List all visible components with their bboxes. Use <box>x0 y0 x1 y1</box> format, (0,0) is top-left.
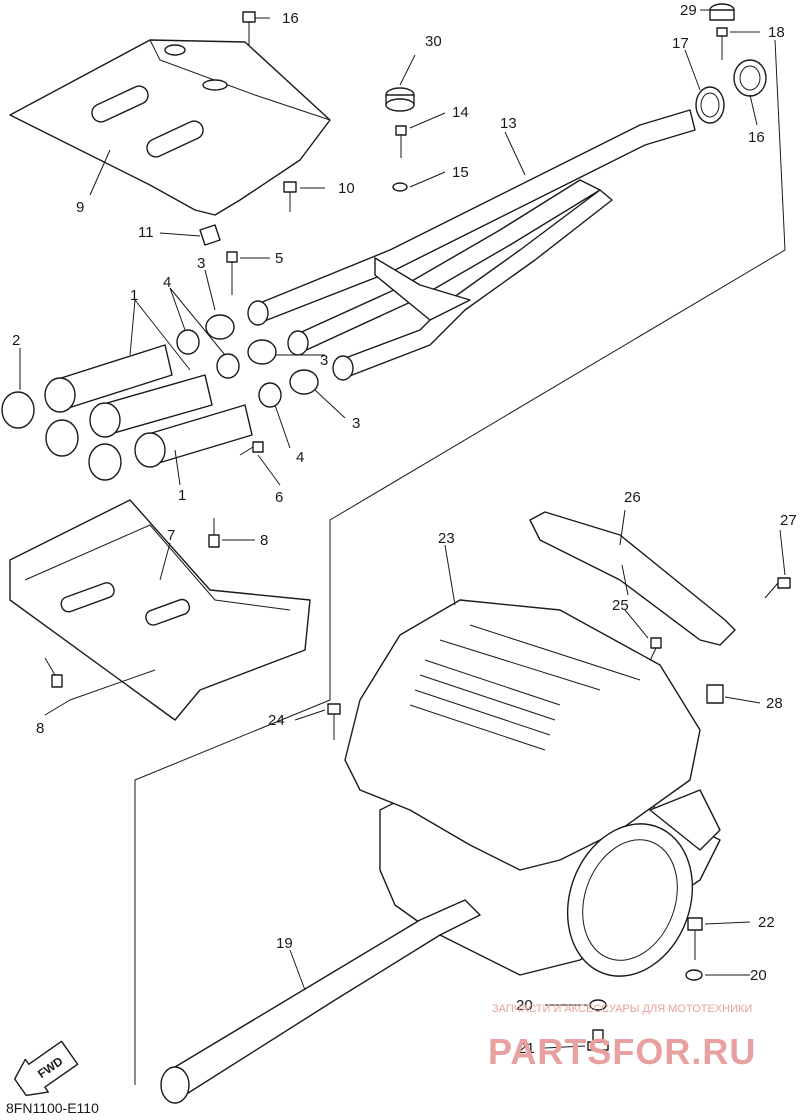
callout-8-top: 8 <box>260 532 268 549</box>
callout-29: 29 <box>680 2 697 19</box>
callout-19: 19 <box>276 935 293 952</box>
callout-8-low: 8 <box>36 720 44 737</box>
leader-lines <box>19 9 786 1049</box>
callout-labels: 16 10 9 11 30 14 15 13 29 18 17 16 5 3 3… <box>12 2 797 1057</box>
callout-3-low: 3 <box>352 415 360 432</box>
callout-24: 24 <box>268 712 285 729</box>
callout-18: 18 <box>768 24 785 41</box>
washer-20a <box>685 969 703 981</box>
bolt-21 <box>587 1029 609 1051</box>
callout-21: 21 <box>518 1040 535 1057</box>
callout-5: 5 <box>275 250 283 267</box>
washer-20b <box>589 999 607 1011</box>
rivet-8a <box>208 518 220 548</box>
tail-pipe-19 <box>160 899 481 1104</box>
bolt-24 <box>327 703 341 740</box>
bolt-14 <box>395 125 407 158</box>
bolt-27 <box>764 577 791 599</box>
heat-protector-upper <box>9 39 331 216</box>
bolt-10 <box>283 181 297 212</box>
callout-13: 13 <box>500 115 517 132</box>
callout-11: 11 <box>138 224 154 241</box>
bolt-5 <box>226 251 238 295</box>
nut-28 <box>706 684 724 704</box>
gasket-4b <box>216 353 240 379</box>
bolt-22 <box>687 917 703 960</box>
callout-4-low: 4 <box>296 449 304 466</box>
cap-30 <box>385 87 415 112</box>
callout-10: 10 <box>338 180 355 197</box>
header-pipe-1a <box>44 344 173 413</box>
bolt-6 <box>239 441 264 456</box>
callout-27: 27 <box>780 512 797 529</box>
callout-6: 6 <box>275 489 283 506</box>
heat-protector-lower <box>9 499 311 721</box>
callout-20-right: 20 <box>750 967 767 984</box>
callout-9: 9 <box>76 199 84 216</box>
callout-16: 16 <box>748 129 765 146</box>
callout-3-top: 3 <box>197 255 205 272</box>
callout-7: 7 <box>167 527 175 544</box>
callout-12: 16 <box>282 10 299 27</box>
watermark-tagline: ЗАПЧАСТИ И АКСЕССУАРЫ ДЛЯ МОТОТЕХНИКИ <box>492 1003 752 1015</box>
washer-15 <box>392 182 408 192</box>
clamp-17 <box>695 86 725 124</box>
bolt-18 <box>716 27 728 60</box>
callout-4-top: 4 <box>163 274 171 291</box>
gasket-16 <box>733 59 767 97</box>
header-pipe-1b <box>89 374 213 438</box>
callout-23: 23 <box>438 530 455 547</box>
callout-3-mid: 3 <box>320 352 328 369</box>
rivet-8b <box>44 657 63 688</box>
frame-line <box>134 39 786 1085</box>
clamp-3c <box>289 369 319 395</box>
header-pipe-1c <box>134 404 253 468</box>
bolt-12 <box>242 11 256 45</box>
gasket-2a <box>1 391 35 429</box>
bracket-11 <box>199 224 221 246</box>
callout-2: 2 <box>12 332 20 349</box>
watermark-logo: PARTSFOR.RU <box>488 1031 756 1072</box>
bracket-26 <box>529 511 736 646</box>
fwd-arrow-icon: FWD <box>13 1040 79 1097</box>
gasket-4c <box>258 382 282 408</box>
callout-1-top: 1 <box>130 287 138 304</box>
callout-25: 25 <box>612 597 629 614</box>
exhaust-pipe-13 <box>247 109 696 381</box>
clamp-3b <box>247 339 277 365</box>
callout-28: 28 <box>766 695 783 712</box>
watermark: ЗАПЧАСТИ И АКСЕССУАРЫ ДЛЯ МОТОТЕХНИКИ PA… <box>488 1003 756 1072</box>
callout-15: 15 <box>452 164 469 181</box>
drawing-code: 8FN1100-E110 <box>6 1100 99 1116</box>
callout-30: 30 <box>425 33 442 50</box>
gasket-2c <box>88 443 122 481</box>
gasket-2b <box>45 419 79 457</box>
callout-1-low: 1 <box>178 487 186 504</box>
callout-14: 14 <box>452 104 469 121</box>
gasket-4a <box>176 329 200 355</box>
callout-17: 17 <box>672 35 689 52</box>
callout-20-mid: 20 <box>516 997 533 1014</box>
muffler-23 <box>344 599 721 977</box>
clamp-3a <box>205 314 235 340</box>
cap-29 <box>709 3 735 21</box>
callout-22: 22 <box>758 914 775 931</box>
callout-26: 26 <box>624 489 641 506</box>
